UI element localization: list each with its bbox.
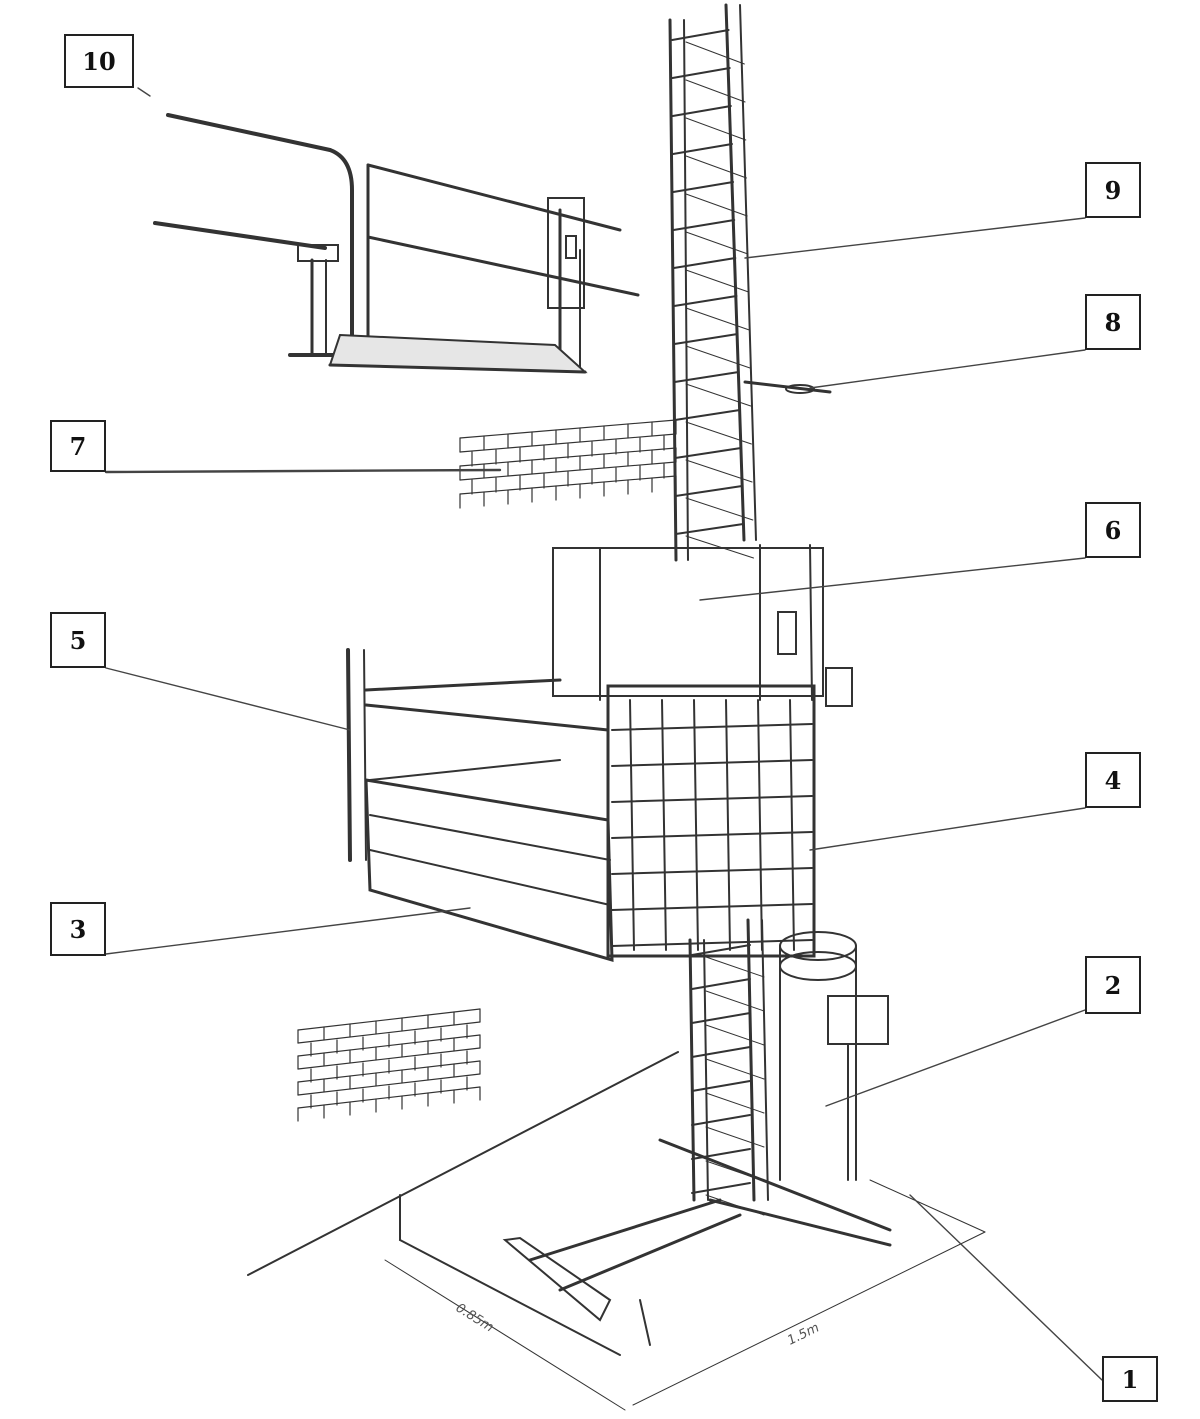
drawing-stroke	[691, 1046, 751, 1058]
drawing-stroke	[691, 1080, 751, 1092]
drawing-stroke	[685, 421, 752, 445]
drawing-stroke	[693, 699, 699, 951]
winch-drum	[779, 889, 889, 1181]
drawing-stroke	[611, 903, 813, 911]
drawing-stroke	[691, 944, 751, 956]
drawing-stroke	[691, 1182, 751, 1194]
drawing-stroke	[685, 307, 750, 331]
callout-7: 7	[50, 420, 106, 472]
callout-2: 2	[1085, 956, 1141, 1014]
callout-6: 6	[1085, 502, 1141, 558]
drawing-stroke	[685, 383, 752, 407]
drawing-stroke	[673, 409, 741, 421]
callout-9: 9	[1085, 162, 1141, 218]
drawing-stroke	[297, 1008, 481, 1031]
drawing-stroke	[705, 990, 765, 1012]
drawing-stroke	[673, 333, 739, 345]
drawing-stroke	[459, 419, 677, 439]
callout-10: 10	[64, 34, 134, 88]
drawing-stroke	[685, 79, 746, 103]
base-frame	[399, 1138, 892, 1356]
drawing-stroke	[459, 475, 677, 495]
drawing-stroke	[671, 143, 733, 155]
mast-upper	[668, 3, 757, 562]
drawing-stroke	[671, 29, 730, 41]
drawing-stroke	[691, 1012, 751, 1024]
callout-4: 4	[1085, 752, 1141, 808]
drawing-stroke	[459, 461, 677, 481]
drawing-stroke	[685, 193, 748, 217]
drawing-stroke	[705, 1092, 765, 1114]
drawing-stroke	[685, 155, 747, 179]
drawing-stroke	[629, 699, 635, 951]
drawing-stroke	[672, 257, 737, 269]
wall-tie	[743, 380, 832, 394]
drawing-stroke	[685, 117, 747, 141]
drawing-stroke	[611, 795, 813, 803]
drawing-stroke	[611, 939, 813, 947]
callout-8: 8	[1085, 294, 1141, 350]
drawing-stroke	[297, 1060, 481, 1083]
drawing-stroke	[685, 269, 750, 293]
drawing-stroke	[705, 1024, 765, 1046]
dimension-lines	[384, 1179, 986, 1411]
drawing-stroke	[671, 67, 731, 79]
dimension-width-label: 0.85m	[453, 1301, 496, 1336]
wall-anchor-brick	[459, 419, 677, 509]
drawing-stroke	[673, 295, 738, 307]
drawing-stroke	[459, 433, 677, 453]
drawing-stroke	[671, 105, 732, 117]
drawing-stroke	[297, 1034, 481, 1057]
callout-1: 1	[1102, 1356, 1158, 1402]
drawing-stroke	[685, 459, 753, 483]
mast-lower	[688, 918, 769, 1216]
wall-brick-lower	[297, 1008, 481, 1122]
drawing-stroke	[672, 181, 735, 193]
drawing-stroke	[685, 41, 745, 65]
drawing-stroke	[297, 1086, 481, 1109]
drawing-stroke	[611, 831, 813, 839]
drawing-stroke	[297, 1021, 481, 1044]
ground-reference-line	[247, 1051, 679, 1276]
callout-5: 5	[50, 612, 106, 668]
drawing-stroke	[672, 219, 736, 231]
drawing-stroke	[691, 978, 751, 990]
drawing-stroke	[685, 345, 751, 369]
drawing-stroke	[674, 447, 742, 459]
cage	[346, 544, 853, 963]
drawing-stroke	[757, 699, 763, 951]
drawing-stroke	[705, 1058, 765, 1080]
drawing-stroke	[789, 699, 795, 951]
drawing-stroke	[725, 699, 731, 951]
drawing-stroke	[674, 485, 744, 497]
drawing-stroke	[673, 371, 740, 383]
callout-3: 3	[50, 902, 106, 956]
drawing-stroke	[691, 1114, 751, 1126]
drawing-stroke	[705, 956, 765, 978]
drawing-stroke	[611, 867, 813, 875]
leader-lines	[104, 87, 1103, 1381]
landing-gate-inset	[153, 113, 640, 374]
drawing-stroke	[705, 1126, 765, 1148]
drawing-stroke	[611, 759, 813, 767]
drawing-stroke	[685, 497, 754, 521]
drawing-stroke	[297, 1047, 481, 1070]
drawing-stroke	[611, 723, 813, 731]
drawing-stroke	[674, 523, 745, 535]
dimension-length-label: 1.5m	[785, 1320, 822, 1348]
drawing-stroke	[685, 231, 749, 255]
drawing-stroke	[297, 1073, 481, 1096]
drawing-stroke	[459, 447, 677, 467]
drawing-stroke	[661, 699, 667, 951]
